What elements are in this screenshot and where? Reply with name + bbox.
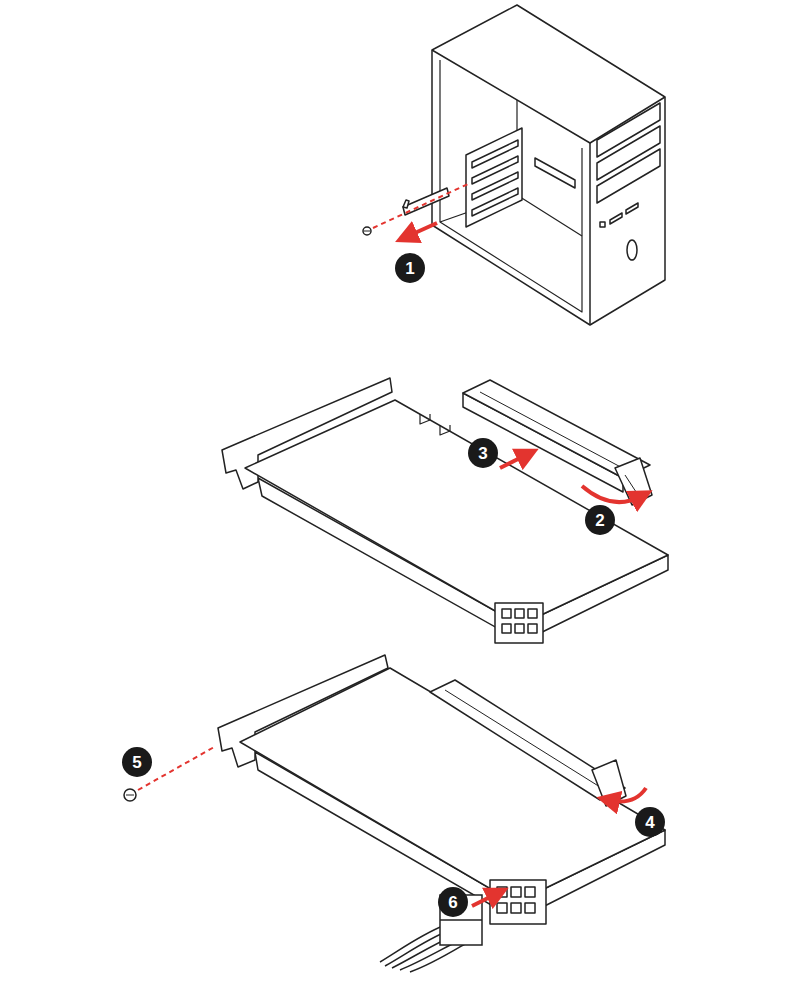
callout-marker: 5 (122, 747, 152, 777)
callout-marker: 6 (438, 887, 468, 917)
graphics-card-installed (218, 655, 665, 924)
callout-marker: 4 (635, 807, 665, 837)
graphics-card (222, 378, 668, 643)
screw (363, 227, 371, 235)
guide-line (373, 184, 468, 228)
screw (124, 789, 136, 801)
direction-arrow (500, 454, 528, 468)
callout-number: 5 (132, 754, 141, 771)
callout-number: 3 (478, 445, 487, 462)
callout-marker: 2 (585, 505, 615, 535)
callout-number: 1 (405, 260, 414, 277)
direction-arrow (608, 788, 646, 802)
callout-number: 4 (645, 814, 654, 831)
direction-arrow (472, 893, 498, 906)
direction-arrow (406, 223, 437, 237)
callout-number: 2 (595, 512, 604, 529)
callout-number: 6 (448, 894, 457, 911)
pcie-slot (463, 380, 652, 505)
pc-case (403, 5, 665, 325)
direction-arrow (582, 486, 642, 502)
callout-marker: 3 (468, 438, 498, 468)
callout-marker: 1 (395, 253, 425, 283)
